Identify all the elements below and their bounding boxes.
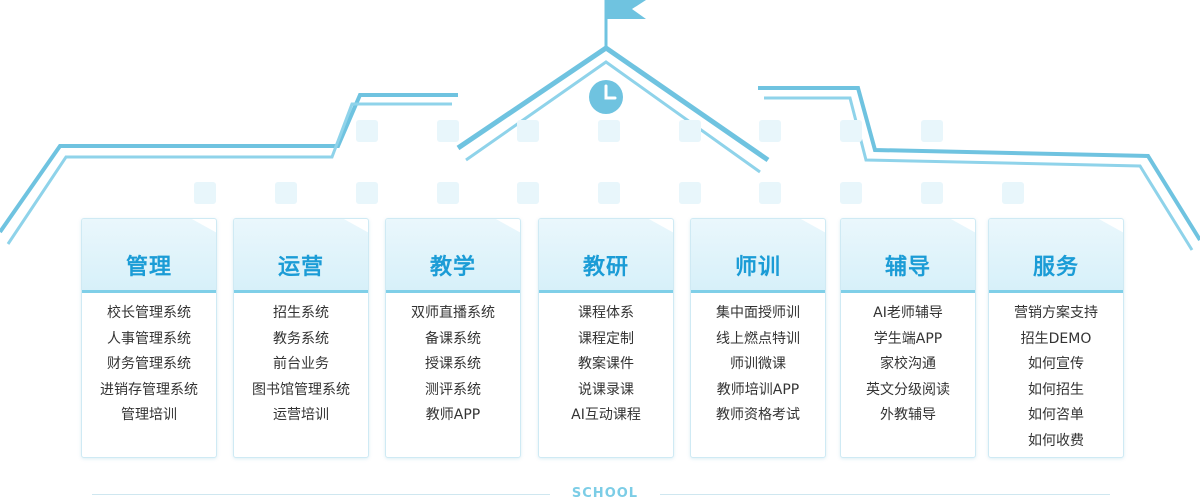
list-item: 家校沟通 (880, 356, 936, 372)
list-item: 授课系统 (425, 356, 481, 372)
footer-divider-left (92, 494, 550, 495)
column-management: 管理 校长管理系统 人事管理系统 财务管理系统 进销存管理系统 管理培训 (81, 218, 217, 458)
list-item: 前台业务 (273, 356, 329, 372)
column-service: 服务 营销方案支持 招生DEMO 如何宣传 如何招生 如何咨单 如何收费 (988, 218, 1124, 458)
list-item: 教案课件 (578, 356, 634, 372)
list-item: 进销存管理系统 (100, 381, 198, 398)
column-header: 管理 (82, 219, 216, 293)
column-item-list: 集中面授师训 线上燃点特训 师训微课 教师培训APP 教师资格考试 (691, 293, 825, 429)
list-item: 英文分级阅读 (866, 381, 950, 398)
list-item: 运营培训 (273, 407, 329, 423)
column-item-list: 双师直播系统 备课系统 授课系统 测评系统 教师APP (386, 293, 520, 429)
list-item: 学生端APP (873, 330, 943, 347)
list-item: 如何收费 (1028, 432, 1084, 449)
column-header: 辅导 (841, 219, 975, 293)
list-item: 校长管理系统 (107, 305, 191, 321)
upper-windows (356, 120, 943, 142)
list-item: 集中面授师训 (716, 305, 800, 321)
column-tutoring: 辅导 AI老师辅导 学生端APP 家校沟通 英文分级阅读 外教辅导 (840, 218, 976, 458)
column-item-list: 营销方案支持 招生DEMO 如何宣传 如何招生 如何咨单 如何收费 (989, 293, 1123, 454)
left-roof (0, 93, 458, 234)
column-teacher-training: 师训 集中面授师训 线上燃点特训 师训微课 教师培训APP 教师资格考试 (690, 218, 826, 458)
column-title: 师训 (734, 255, 781, 280)
column-title: 教研 (582, 255, 629, 280)
center-roof (456, 44, 770, 163)
flag-icon (607, 0, 646, 19)
list-item: 教师培训APP (716, 381, 800, 398)
list-item: 测评系统 (425, 381, 481, 398)
list-item: AI老师辅导 (873, 305, 943, 321)
column-title: 辅导 (884, 255, 931, 280)
school-label: SCHOOL (571, 486, 639, 501)
list-item: 课程定制 (578, 330, 634, 347)
column-header: 师训 (691, 219, 825, 293)
list-item: 外教辅导 (880, 407, 936, 423)
list-item: 人事管理系统 (107, 330, 191, 347)
column-header: 教学 (386, 219, 520, 293)
footer-divider-right (660, 494, 1110, 495)
list-item: 说课录课 (578, 381, 634, 398)
list-item: 营销方案支持 (1014, 305, 1098, 321)
list-item: 管理培训 (121, 407, 177, 423)
list-item: 图书馆管理系统 (252, 381, 350, 398)
column-title: 教学 (429, 255, 476, 280)
list-item: 教务系统 (273, 330, 329, 347)
column-header: 教研 (539, 219, 673, 293)
list-item: 招生DEMO (1020, 330, 1092, 347)
column-title: 服务 (1032, 255, 1079, 280)
list-item: 招生系统 (273, 305, 329, 321)
list-item: 财务管理系统 (107, 356, 191, 372)
list-item: 双师直播系统 (411, 305, 495, 321)
column-header: 服务 (989, 219, 1123, 293)
column-title: 管理 (125, 255, 172, 280)
lower-windows (194, 182, 1024, 204)
list-item: 如何宣传 (1028, 356, 1084, 372)
list-item: 教师APP (425, 407, 481, 423)
column-research: 教研 课程体系 课程定制 教案课件 说课录课 AI互动课程 (538, 218, 674, 458)
list-item: 线上燃点特训 (716, 330, 800, 347)
list-item: 课程体系 (578, 305, 634, 321)
column-teaching: 教学 双师直播系统 备课系统 授课系统 测评系统 教师APP (385, 218, 521, 458)
list-item: 备课系统 (425, 330, 481, 347)
list-item: 如何招生 (1028, 381, 1084, 398)
right-roof (758, 86, 1200, 242)
column-item-list: AI老师辅导 学生端APP 家校沟通 英文分级阅读 外教辅导 (841, 293, 975, 429)
list-item: 师训微课 (730, 356, 786, 372)
column-item-list: 校长管理系统 人事管理系统 财务管理系统 进销存管理系统 管理培训 (82, 293, 216, 429)
list-item: AI互动课程 (571, 407, 641, 423)
list-item: 如何咨单 (1028, 407, 1084, 423)
column-item-list: 课程体系 课程定制 教案课件 说课录课 AI互动课程 (539, 293, 673, 429)
list-item: 教师资格考试 (716, 407, 800, 423)
column-item-list: 招生系统 教务系统 前台业务 图书馆管理系统 运营培训 (234, 293, 368, 429)
column-operations: 运营 招生系统 教务系统 前台业务 图书馆管理系统 运营培训 (233, 218, 369, 458)
column-header: 运营 (234, 219, 368, 293)
column-title: 运营 (277, 255, 324, 280)
